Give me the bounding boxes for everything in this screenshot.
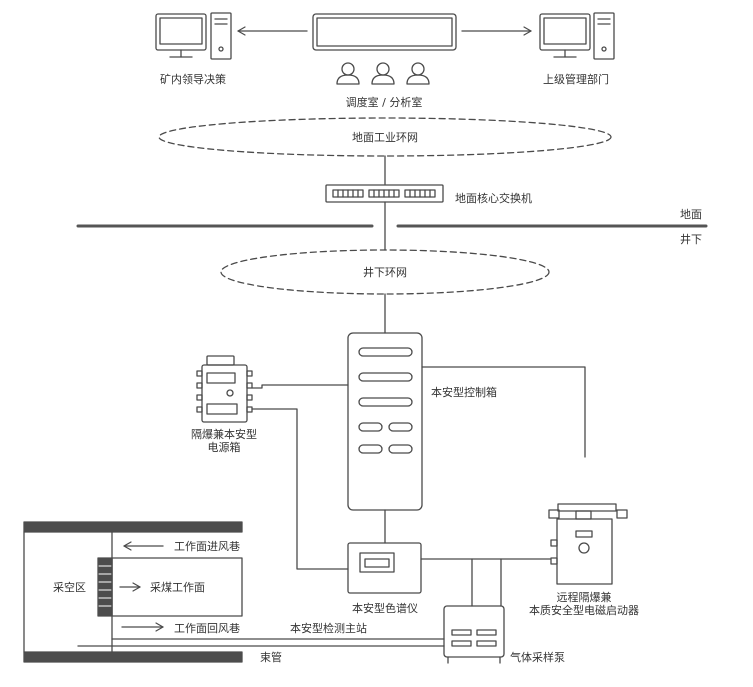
magnetic-starter-device: [548, 503, 628, 585]
underground-ring-net-ellipse: [220, 249, 550, 295]
mining-area: [23, 521, 243, 663]
upper-dept-label: 上级管理部门: [543, 73, 609, 86]
control-box-label: 本安型控制箱: [431, 386, 497, 399]
computer-icon-left: [155, 12, 232, 60]
surface-ring-net-label: 地面工业环网: [352, 131, 418, 144]
computer-icon-right: [539, 12, 615, 60]
dispatch-room-label: 调度室 / 分析室: [345, 96, 423, 109]
sampling-pump-device: [443, 605, 505, 664]
underground-label: 井下: [680, 233, 702, 246]
chromatograph-device: [347, 542, 422, 594]
control-box-cabinet: [347, 332, 423, 511]
power-box-device: [196, 355, 253, 423]
dispatch-screen: [312, 13, 457, 51]
detection-station-label: 本安型检测主站: [290, 622, 367, 635]
leader-decision-label: 矿内领导决策: [160, 73, 226, 86]
core-switch-label: 地面核心交换机: [455, 192, 532, 205]
chromatograph-label: 本安型色谱仪: [352, 602, 418, 615]
person-icon: [371, 62, 395, 85]
person-icon: [406, 62, 430, 85]
link-power-chromatograph: [251, 408, 349, 570]
bundle-tube-label: 束管: [260, 651, 282, 664]
underground-ring-net-label: 井下环网: [363, 266, 407, 279]
power-box-label-line1: 隔爆兼本安型: [191, 428, 257, 441]
person-icon: [336, 62, 360, 85]
intake-roadway-label: 工作面进风巷: [174, 540, 240, 553]
link-control-starter: [421, 366, 586, 458]
starter-label-line1: 远程隔爆兼: [556, 591, 612, 604]
goaf-label: 采空区: [53, 581, 86, 594]
mining-face-label: 采煤工作面: [150, 581, 205, 594]
core-switch-icon: [325, 184, 444, 203]
return-roadway-label: 工作面回风巷: [174, 622, 240, 635]
surface-ring-net-ellipse: [158, 117, 612, 157]
sampling-pump-label: 气体采样泵: [510, 651, 565, 664]
power-box-label-line2: 电源箱: [207, 441, 241, 454]
surface-label: 地面: [680, 208, 702, 221]
starter-label-line2: 本质安全型电磁启动器: [529, 604, 639, 617]
link-power-control: [251, 384, 349, 389]
